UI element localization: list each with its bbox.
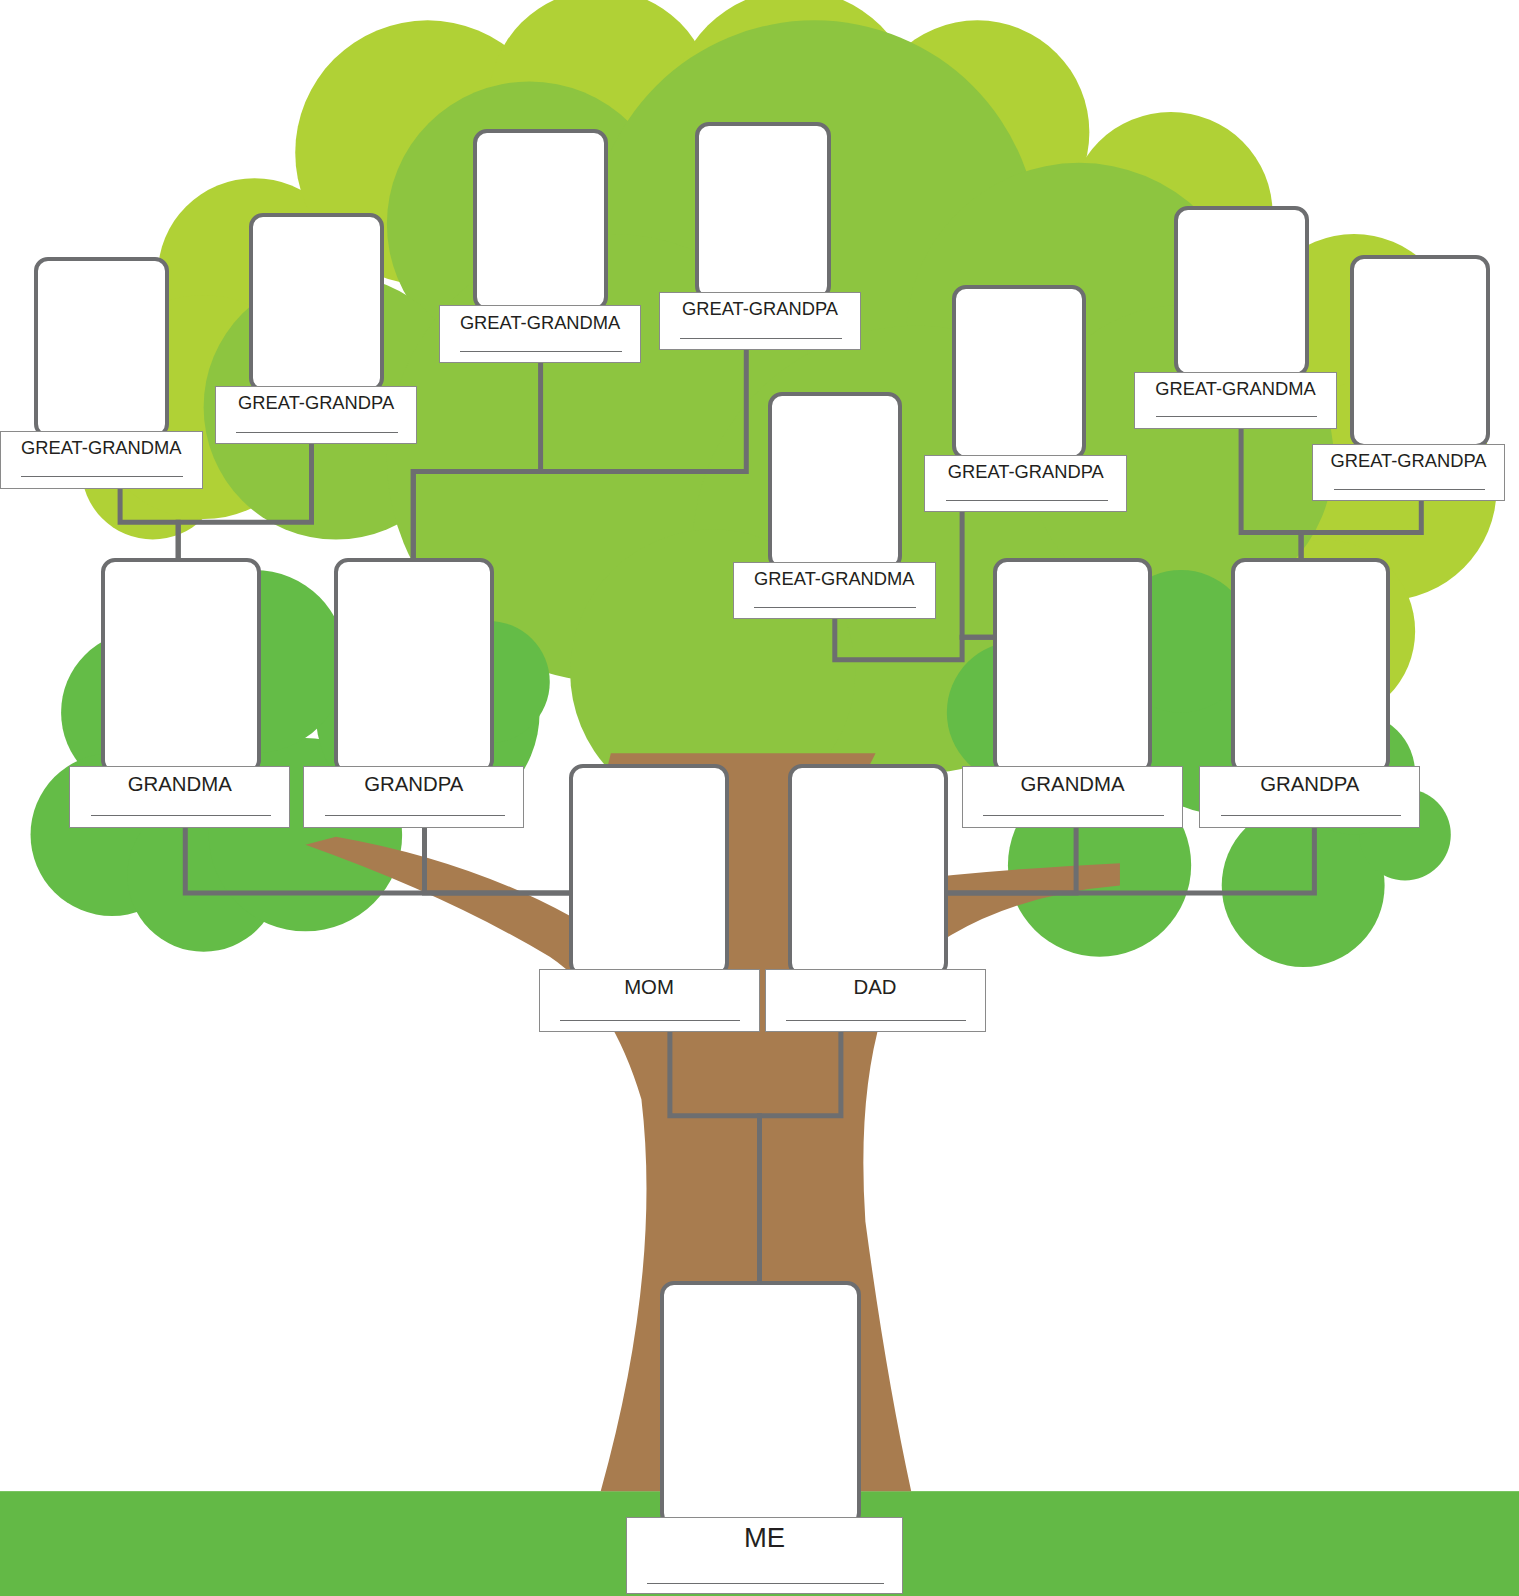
name-write-line	[1334, 489, 1486, 490]
family-member-card: GREAT-GRANDPA	[952, 285, 1086, 512]
name-label-box: GREAT-GRANDPA	[1312, 444, 1504, 501]
name-label-box: MOM	[539, 969, 760, 1032]
name-label-box: GRANDPA	[1199, 766, 1420, 828]
relation-label: ME	[627, 1522, 902, 1555]
family-member-card: GREAT-GRANDPA	[1350, 255, 1490, 501]
lineage-connector	[760, 1032, 841, 1281]
lineage-connector	[948, 828, 1076, 893]
family-member-card: GREAT-GRANDPA	[695, 122, 830, 350]
name-write-line	[460, 351, 622, 352]
lineage-connector	[413, 350, 746, 558]
family-member-card: MOM	[569, 764, 729, 1033]
name-label-box: GREAT-GRANDPA	[659, 292, 862, 350]
photo-frame	[768, 392, 902, 570]
photo-frame	[34, 257, 169, 438]
relation-label: GREAT-GRANDPA	[660, 298, 861, 320]
name-write-line	[1221, 815, 1401, 816]
lineage-connector	[1241, 429, 1301, 558]
name-label-box: GREAT-GRANDMA	[439, 305, 642, 363]
relation-label: GREAT-GRANDPA	[1313, 450, 1503, 472]
lineage-connector	[185, 828, 569, 893]
photo-frame	[788, 764, 948, 978]
name-write-line	[21, 476, 183, 477]
family-member-card: GRANDMA	[993, 558, 1153, 828]
family-member-card: GREAT-GRANDPA	[249, 213, 383, 444]
lineage-connector	[1301, 501, 1421, 558]
photo-frame	[993, 558, 1153, 774]
relation-label: GRANDMA	[70, 772, 289, 796]
family-member-card: GRANDPA	[1231, 558, 1390, 828]
lineage-connector	[425, 828, 570, 893]
lineage-connector	[670, 1032, 760, 1281]
medium-foliage	[204, 20, 1334, 814]
name-label-box: GREAT-GRANDMA	[1134, 372, 1337, 429]
family-member-card: GREAT-GRANDMA	[1174, 206, 1309, 429]
relation-label: GRANDPA	[304, 772, 523, 796]
photo-frame	[952, 285, 1086, 460]
lineage-connector	[948, 828, 1315, 893]
name-write-line	[236, 432, 398, 433]
relation-label: GREAT-GRANDMA	[1135, 378, 1336, 400]
name-write-line	[754, 607, 916, 608]
name-label-box: ME	[626, 1517, 903, 1594]
name-write-line	[786, 1020, 966, 1021]
family-member-card: GREAT-GRANDMA	[473, 129, 607, 363]
name-write-line	[91, 815, 271, 816]
family-member-card: DAD	[788, 764, 948, 1033]
photo-frame	[695, 122, 830, 300]
name-write-line	[560, 1020, 740, 1021]
name-label-box: GREAT-GRANDMA	[0, 431, 203, 489]
lineage-connector	[962, 512, 993, 637]
relation-label: GRANDPA	[1200, 772, 1419, 796]
photo-frame	[249, 213, 383, 392]
photo-frame	[569, 764, 729, 978]
relation-label: MOM	[540, 975, 759, 999]
family-member-card: ME	[660, 1281, 862, 1595]
name-label-box: DAD	[765, 969, 986, 1032]
photo-frame	[1231, 558, 1390, 774]
relation-label: GREAT-GRANDMA	[1, 437, 202, 459]
name-label-box: GREAT-GRANDPA	[924, 455, 1127, 512]
name-label-box: GRANDMA	[69, 766, 290, 828]
name-label-box: GREAT-GRANDMA	[733, 562, 936, 619]
photo-frame	[660, 1281, 862, 1527]
photo-frame	[1174, 206, 1309, 377]
lineage-connector	[413, 364, 540, 558]
relation-label: GRANDMA	[963, 772, 1182, 796]
name-write-line	[983, 815, 1163, 816]
lineage-connector	[178, 444, 311, 558]
photo-frame	[101, 558, 261, 774]
relation-label: GREAT-GRANDMA	[734, 568, 935, 590]
name-label-box: GRANDMA	[962, 766, 1183, 828]
family-member-card: GRANDPA	[334, 558, 494, 828]
name-write-line	[680, 338, 842, 339]
name-write-line	[647, 1583, 883, 1584]
family-member-card: GREAT-GRANDMA	[768, 392, 902, 619]
name-write-line	[1156, 416, 1318, 417]
relation-label: GREAT-GRANDPA	[925, 461, 1126, 483]
name-write-line	[946, 500, 1108, 501]
lineage-connector	[120, 489, 178, 558]
photo-frame	[1350, 255, 1490, 448]
relation-label: GREAT-GRANDPA	[216, 392, 417, 414]
name-label-box: GREAT-GRANDPA	[215, 386, 418, 444]
relation-label: GREAT-GRANDMA	[440, 312, 641, 334]
relation-label: DAD	[766, 975, 985, 999]
photo-frame	[473, 129, 607, 310]
name-label-box: GRANDPA	[303, 766, 524, 828]
family-member-card: GRANDMA	[101, 558, 261, 828]
name-write-line	[325, 815, 505, 816]
family-member-card: GREAT-GRANDMA	[34, 257, 169, 489]
photo-frame	[334, 558, 494, 774]
